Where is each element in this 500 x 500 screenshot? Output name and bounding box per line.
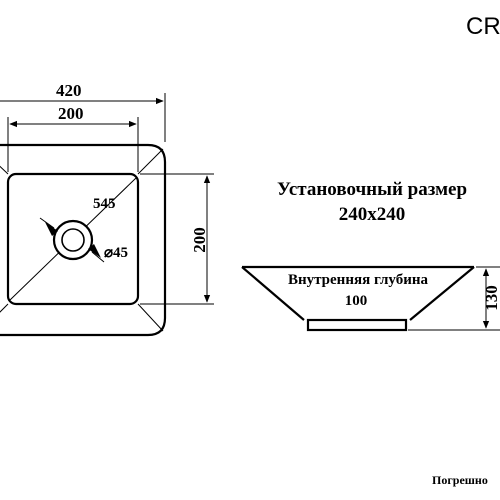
diagonal-dimension: 545 [93,196,116,212]
corner-bevel-tr [137,148,164,175]
bowl-width-dimension: 200 [58,104,84,123]
drain-arrow-right [88,244,101,258]
mount-size-label: Установочный размер [277,179,467,200]
inner-bowl-outline [6,172,140,306]
drain-arrow-left [45,222,58,236]
total-height-text: 130 [482,285,500,311]
top-view: 545 ⌀45 [0,143,167,337]
footnote-text: Погрешно [432,473,488,487]
corner-bevel-br [137,303,164,332]
drain-diameter: ⌀45 [104,245,128,261]
corner-bevel-tl [0,165,9,175]
outer-outline [0,143,167,337]
bowl-height-dimension: 200 [190,227,209,253]
mount-size-value: 240х240 [339,204,406,225]
bowl-left-side [241,266,305,321]
inner-depth-value: 100 [345,293,368,309]
height-dimension: 200 [140,173,214,305]
corner-bevel-bl [0,303,9,313]
width-dimensions: 420 200 [0,81,166,172]
bowl-base [306,318,408,332]
side-view: Внутренняя глубина 100 [241,265,475,332]
drain-inner-circle [61,228,85,252]
inner-depth-label: Внутренняя глубина [288,272,429,288]
total-height-dimension: 130 [408,266,500,331]
bowl-right-side [409,266,475,321]
outer-width-dimension: 420 [56,81,82,100]
model-code: CR [466,13,500,40]
